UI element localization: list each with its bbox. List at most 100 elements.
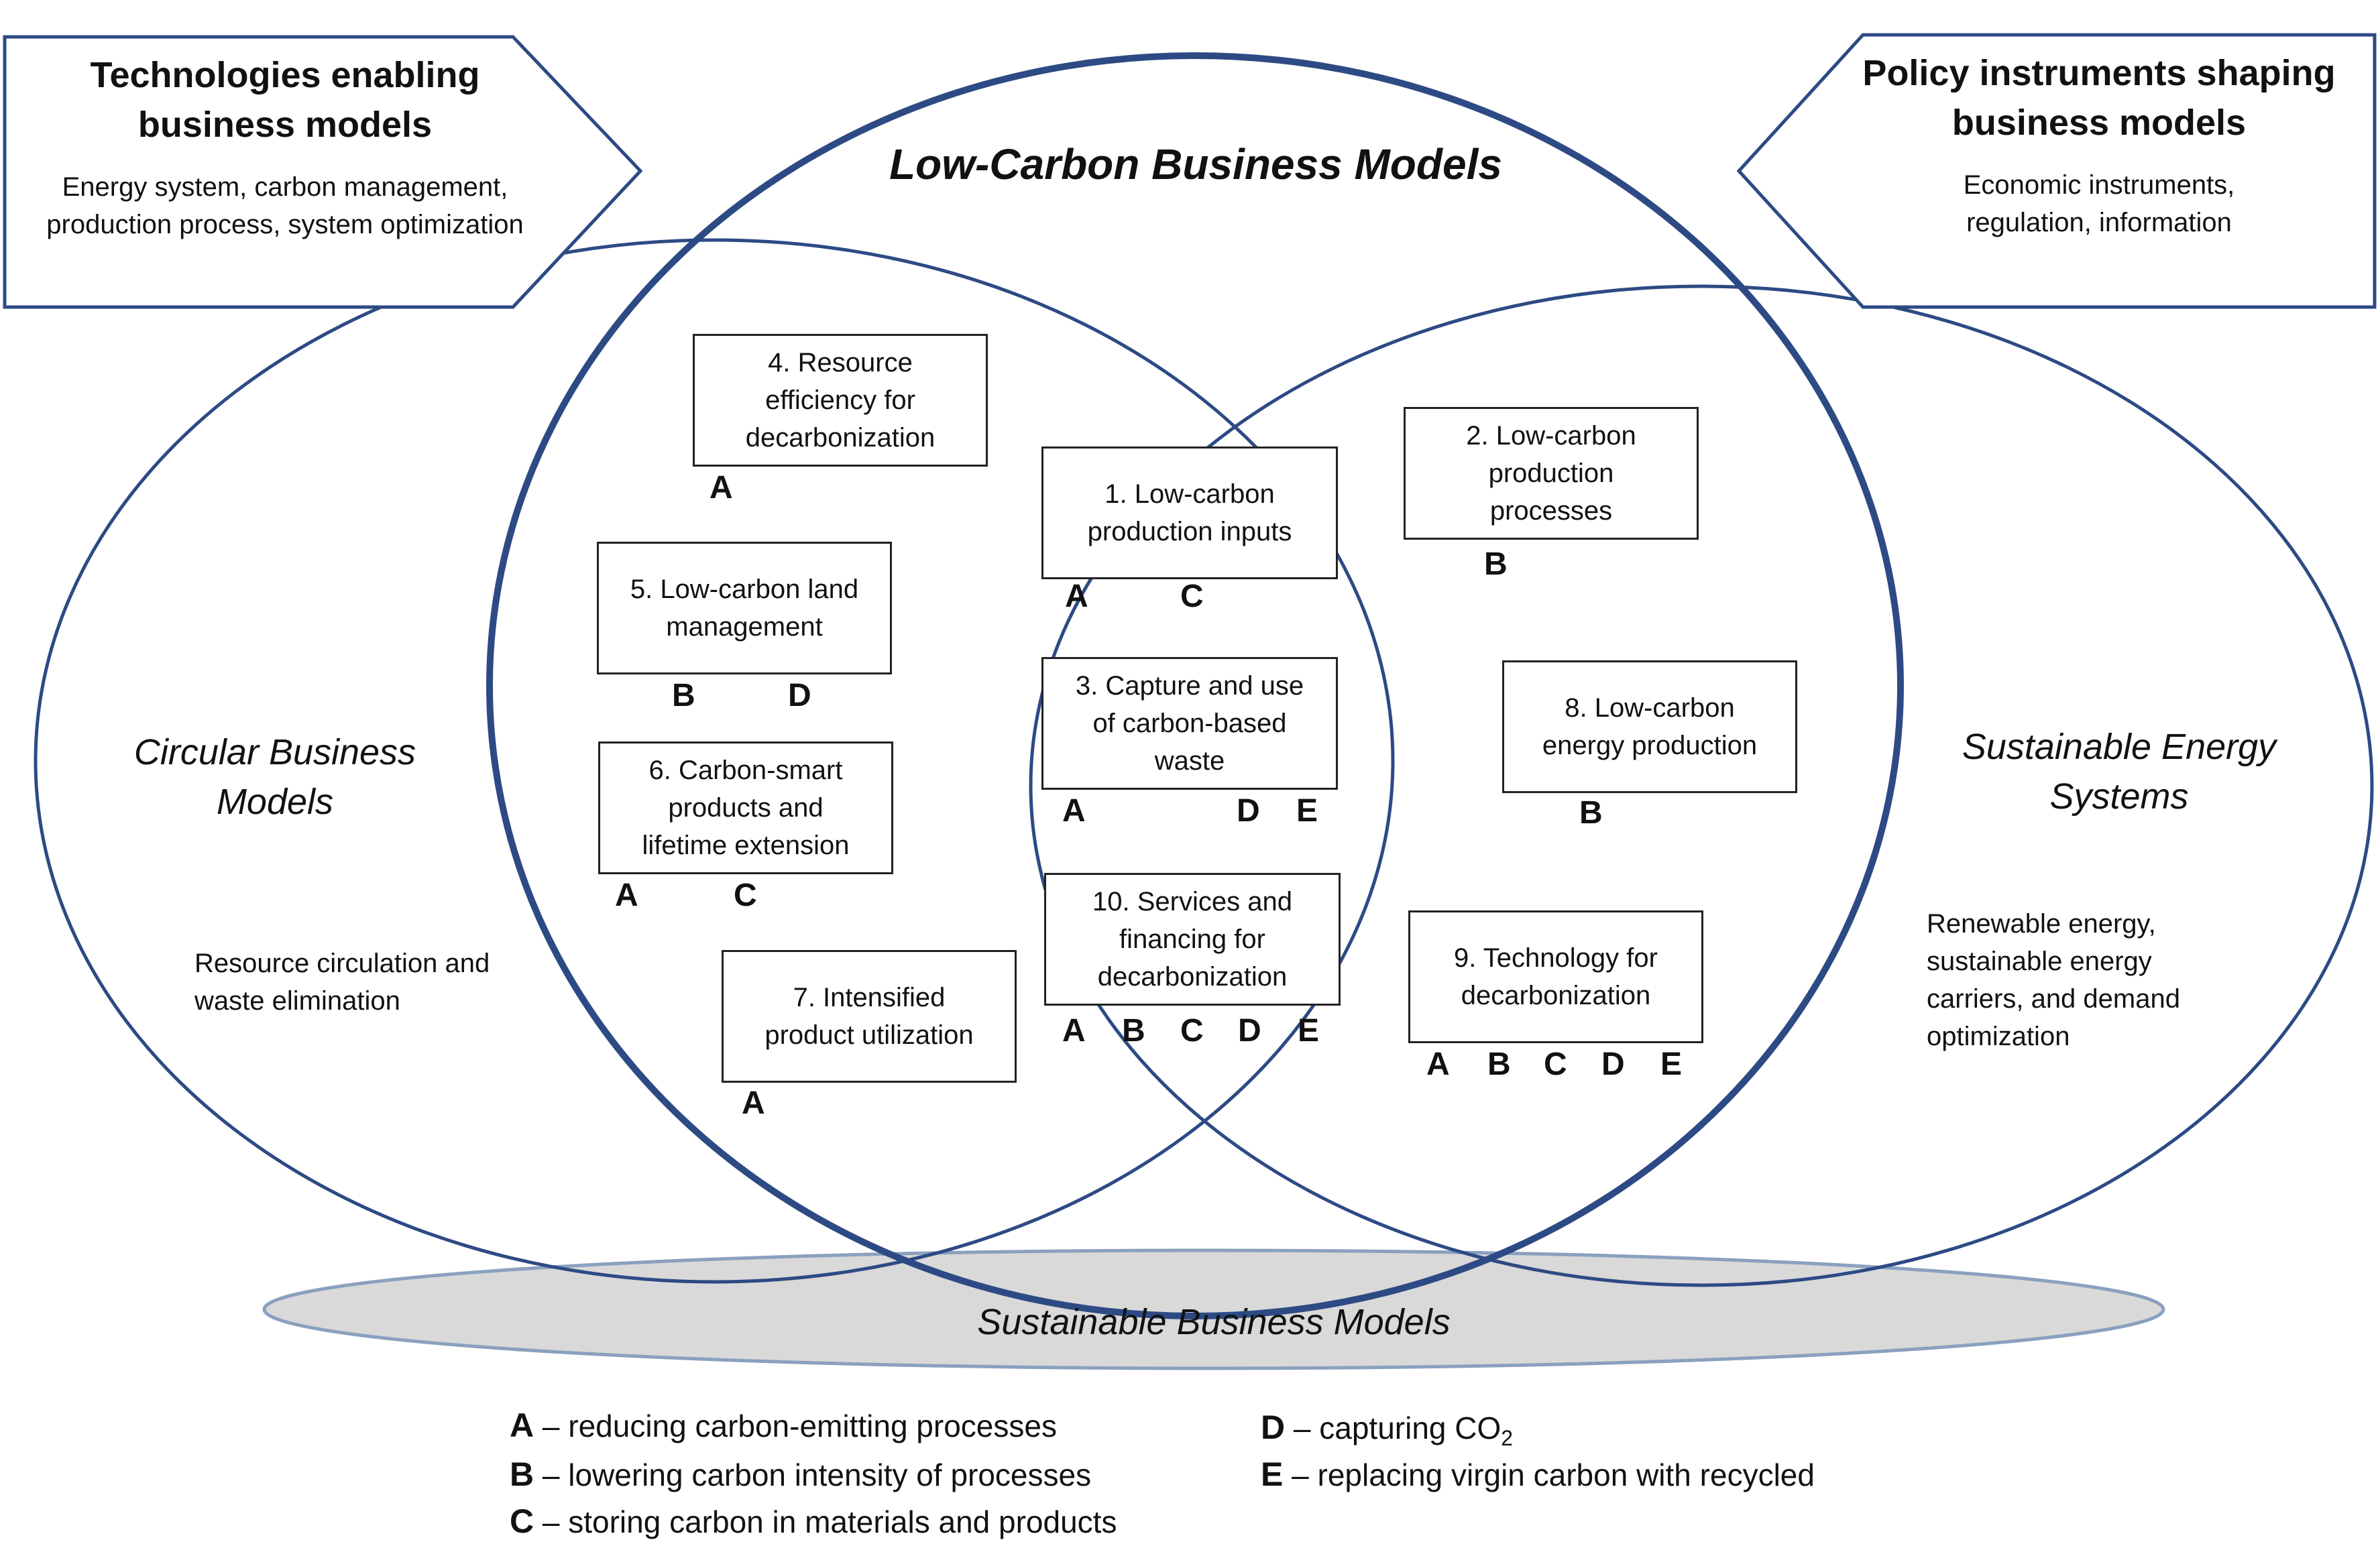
circular-sub-line2: waste elimination xyxy=(194,986,400,1016)
technologies-callout-sub-line1: Energy system, carbon management, xyxy=(62,172,508,202)
box-9-letter-e: E xyxy=(1660,1047,1683,1082)
box-2-line3: processes xyxy=(1489,496,1613,526)
legend-text-a: – reducing carbon-emitting processes xyxy=(534,1409,1057,1443)
energy-sub-line4: optimization xyxy=(1927,1022,2070,1051)
legend-text-e: – replacing virgin carbon with recycled xyxy=(1283,1458,1815,1492)
policy-callout-title-line2: business models xyxy=(1951,103,2247,143)
box-9-line2: decarbonization xyxy=(1461,981,1651,1010)
technologies-callout-sub-line2: production process, system optimization xyxy=(46,210,524,239)
energy-sub-line2: sustainable energy xyxy=(1927,947,2152,976)
box-10-letter-b: B xyxy=(1122,1013,1145,1049)
box-6-line1: 6. Carbon-smart xyxy=(648,756,843,785)
box-9-letter-a: A xyxy=(1426,1047,1450,1082)
technologies-callout: Technologies enabling business models En… xyxy=(7,50,563,243)
energy-title-line1: Sustainable Energy xyxy=(1962,727,2277,767)
box-7-line2: product utilization xyxy=(764,1020,974,1050)
box-10-letter-d: D xyxy=(1238,1013,1261,1049)
box-9-technology: 9. Technology for decarbonization xyxy=(1408,910,1703,1043)
box-9-letter-d: D xyxy=(1601,1047,1625,1082)
box-6-letter-a: A xyxy=(615,878,638,913)
box-5-letter-d: D xyxy=(788,678,811,713)
sustainable-energy-systems-label: Sustainable Energy Systems xyxy=(1918,722,2320,821)
box-3-line1: 3. Capture and use xyxy=(1075,671,1304,701)
box-6-letter-c: C xyxy=(734,878,757,913)
box-1-letter-c: C xyxy=(1180,579,1204,614)
low-carbon-business-models-circle xyxy=(486,52,1904,1319)
box-8-letter-b: B xyxy=(1579,795,1603,831)
box-4-line3: decarbonization xyxy=(745,423,936,453)
policy-callout: Policy instruments shaping business mode… xyxy=(1827,48,2371,241)
box-8-line1: 8. Low-carbon xyxy=(1565,693,1735,723)
circular-title-line1: Circular Business xyxy=(133,732,416,772)
circular-business-models-ellipse xyxy=(34,238,1395,1284)
legend-item-e: E – replacing virgin carbon with recycle… xyxy=(1261,1452,1815,1497)
box-6-line3: lifetime extension xyxy=(642,831,850,860)
box-10-letter-c: C xyxy=(1180,1013,1204,1049)
policy-callout-sub-line2: regulation, information xyxy=(1966,208,2232,237)
box-6-carbon-smart-products: 6. Carbon-smart products and lifetime ex… xyxy=(598,741,893,874)
box-10-services-and-financing: 10. Services and financing for decarboni… xyxy=(1044,873,1341,1006)
technologies-callout-title-line1: Technologies enabling xyxy=(90,55,480,95)
box-2-letter-b: B xyxy=(1484,546,1508,582)
technologies-callout-shape xyxy=(3,35,643,309)
legend-key-b: B xyxy=(510,1456,534,1493)
energy-sub-line1: Renewable energy, xyxy=(1927,909,2156,939)
box-2-low-carbon-processes: 2. Low-carbon production processes xyxy=(1404,407,1699,540)
sustainable-energy-systems-description: Renewable energy, sustainable energy car… xyxy=(1927,905,2275,1055)
sustainable-energy-systems-ellipse xyxy=(1029,284,2374,1287)
legend-text-d-subscript: 2 xyxy=(1501,1426,1514,1450)
box-4-line2: efficiency for xyxy=(765,385,915,415)
box-8-line2: energy production xyxy=(1542,731,1758,760)
policy-callout-shape xyxy=(1736,33,2377,309)
circular-title-line2: Models xyxy=(216,782,334,822)
box-4-resource-efficiency: 4. Resource efficiency for decarbonizati… xyxy=(693,334,988,467)
box-7-letter-a: A xyxy=(742,1085,765,1121)
policy-callout-title-line1: Policy instruments shaping xyxy=(1862,53,2336,93)
box-3-letter-d: D xyxy=(1237,793,1260,829)
box-5-line1: 5. Low-carbon land xyxy=(630,575,859,604)
box-7-line1: 7. Intensified xyxy=(793,983,946,1012)
box-10-letter-a: A xyxy=(1062,1013,1086,1049)
box-4-letter-a: A xyxy=(710,470,733,506)
box-10-letter-e: E xyxy=(1298,1013,1320,1049)
box-4-line1: 4. Resource xyxy=(768,348,913,377)
legend-item-d: D – capturing CO2 xyxy=(1261,1405,1513,1460)
box-9-letter-c: C xyxy=(1544,1047,1567,1082)
box-1-line2: production inputs xyxy=(1087,517,1292,546)
circular-sub-line1: Resource circulation and xyxy=(194,949,490,978)
legend-text-c: – storing carbon in materials and produc… xyxy=(534,1504,1117,1539)
legend-item-a: A – reducing carbon-emitting processes xyxy=(510,1403,1057,1448)
box-10-line2: financing for xyxy=(1119,925,1265,954)
energy-title-line2: Systems xyxy=(2049,776,2189,817)
box-3-line2: of carbon-based xyxy=(1092,709,1287,738)
low-carbon-title: Low-Carbon Business Models xyxy=(889,140,1502,188)
box-3-letter-e: E xyxy=(1296,793,1318,829)
energy-sub-line3: carriers, and demand xyxy=(1927,984,2180,1014)
box-3-letter-a: A xyxy=(1062,793,1086,829)
box-5-land-management: 5. Low-carbon land management xyxy=(597,542,892,674)
legend-key-a: A xyxy=(510,1407,534,1444)
box-6-line2: products and xyxy=(668,793,824,823)
box-3-line3: waste xyxy=(1154,746,1225,776)
legend-key-e: E xyxy=(1261,1456,1284,1493)
policy-callout-sub-line1: Economic instruments, xyxy=(1963,170,2235,200)
legend-key-d: D xyxy=(1261,1409,1286,1446)
circular-business-models-description: Resource circulation and waste eliminati… xyxy=(194,945,543,1020)
circular-business-models-label: Circular Business Models xyxy=(101,727,449,827)
box-1-line1: 1. Low-carbon xyxy=(1104,479,1275,509)
box-9-letter-b: B xyxy=(1487,1047,1511,1082)
legend-item-c: C – storing carbon in materials and prod… xyxy=(510,1499,1117,1544)
box-8-energy-production: 8. Low-carbon energy production xyxy=(1502,660,1797,793)
box-2-line2: production xyxy=(1488,459,1614,488)
box-5-line2: management xyxy=(666,612,823,642)
box-9-line1: 9. Technology for xyxy=(1454,943,1658,973)
sustainable-business-models-label: Sustainable Business Models xyxy=(977,1302,1451,1342)
box-5-letter-b: B xyxy=(672,678,695,713)
legend-text-d: – capturing CO xyxy=(1285,1411,1501,1445)
box-10-line3: decarbonization xyxy=(1097,962,1288,992)
legend-key-c: C xyxy=(510,1502,534,1540)
legend-item-b: B – lowering carbon intensity of process… xyxy=(510,1452,1091,1497)
box-2-line1: 2. Low-carbon xyxy=(1466,421,1636,451)
box-1-letter-a: A xyxy=(1065,579,1088,614)
